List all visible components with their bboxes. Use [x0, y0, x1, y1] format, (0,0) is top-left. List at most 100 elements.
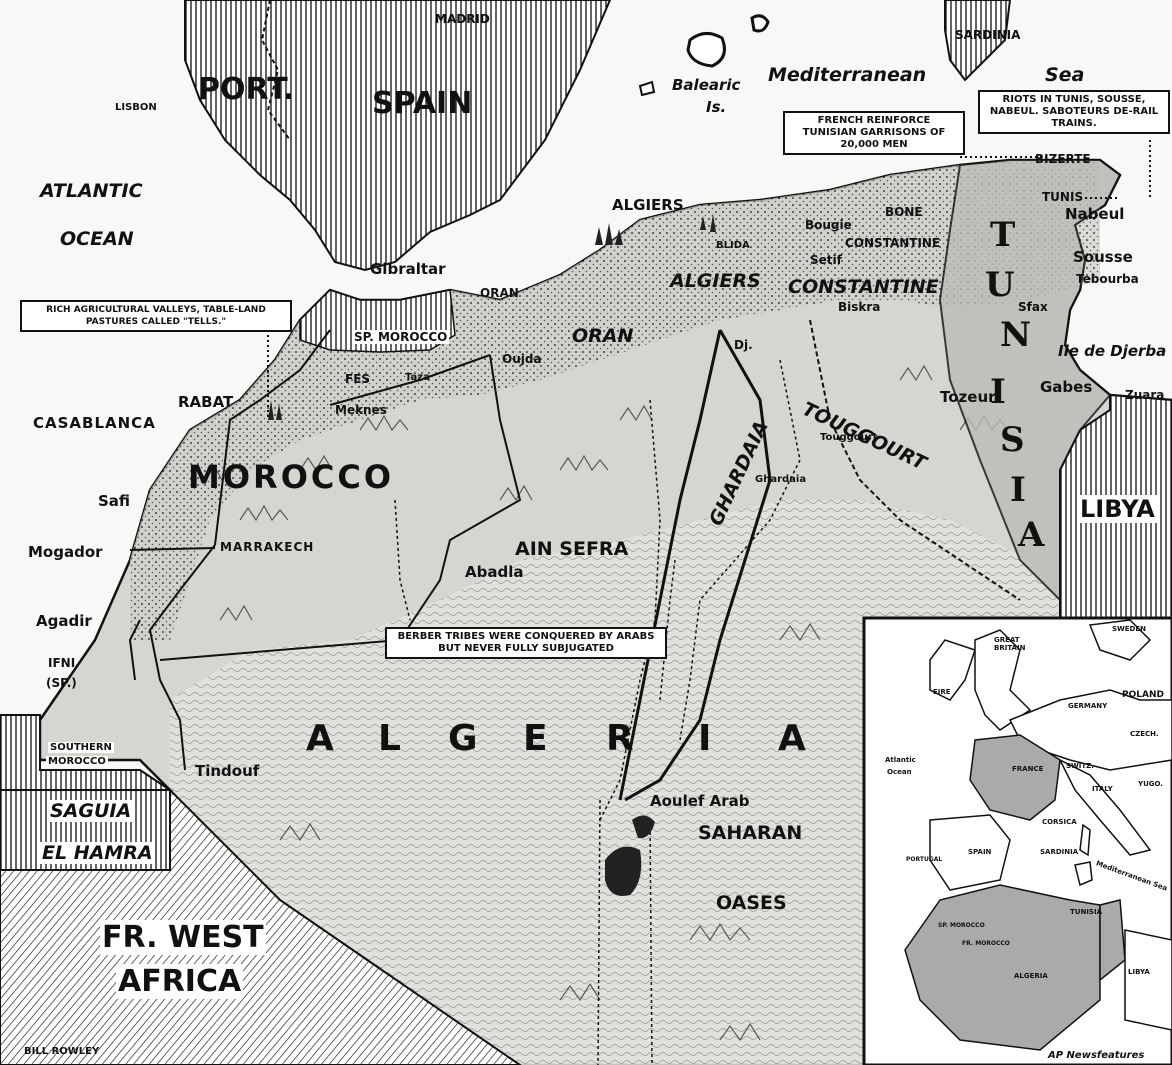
abadla-label: Abadla	[465, 563, 524, 581]
inset-atlantic-label: Atlantic	[885, 756, 916, 764]
sardinia-label: SARDINIA	[955, 28, 1021, 42]
saharan-label: SAHARAN	[698, 822, 803, 844]
libya-label: LIBYA	[1078, 495, 1157, 523]
oases-label: OASES	[716, 892, 787, 914]
gibraltar-label: Gibraltar	[370, 260, 446, 278]
tunisia-letter-3: N	[1000, 315, 1032, 355]
tozeur-label: Tozeur	[940, 388, 996, 406]
safi-label: Safi	[98, 492, 131, 510]
ap-credit-label: AP Newsfeatures	[1048, 1050, 1145, 1061]
ifni-label: IFNI	[48, 656, 76, 670]
ile-djerba-label: Ile de Djerba	[1058, 342, 1167, 360]
southern-morocco-label: SOUTHERN	[48, 742, 114, 753]
algiers-city-label: ALGIERS	[612, 196, 684, 214]
oujda-label: Oujda	[502, 352, 542, 366]
tebourba-label: Tebourba	[1076, 272, 1139, 286]
tunisia-letter-1: T	[990, 215, 1016, 255]
algeria-letter-5: R	[606, 718, 634, 759]
mediterranean-label: Mediterranean	[768, 64, 927, 86]
algeria-letter-6: I	[698, 718, 712, 759]
inset-sp-morocco-label: SP. MOROCCO	[938, 922, 985, 929]
aoulef-arab-label: Aoulef Arab	[650, 792, 750, 810]
biskra-label: Biskra	[838, 300, 881, 314]
constantine-city-label: CONSTANTINE	[845, 236, 941, 250]
rabat-label: RABAT	[178, 393, 234, 411]
note-french-reinforce: FRENCH REINFORCE TUNISIAN GARRISONS OF 2…	[783, 111, 965, 155]
inset-tunisia-label: TUNISIA	[1070, 908, 1102, 916]
inset-spain-label: SPAIN	[968, 848, 992, 856]
inset-sweden-label: SWEDEN	[1112, 625, 1146, 633]
atlantic-label: ATLANTIC	[40, 180, 143, 202]
djelfa-label: Dj.	[734, 338, 753, 352]
gabes-label: Gabes	[1040, 378, 1093, 396]
spain-label: SPAIN	[372, 86, 473, 121]
tunisia-letter-2: U	[985, 265, 1015, 305]
note-riots: RIOTS IN TUNIS, SOUSSE, NABEUL. SABOTEUR…	[978, 90, 1170, 134]
inset-eire-label: EIRE	[933, 688, 951, 696]
oran-city-label: ORAN	[480, 286, 519, 300]
lisbon-label: LISBON	[115, 102, 157, 113]
bougie-label: Bougie	[805, 218, 852, 232]
portugal-spain-border	[260, 0, 291, 141]
inset-poland-label: POLAND	[1122, 690, 1164, 700]
sousse-label: Sousse	[1073, 248, 1133, 266]
credit-label: BILL ROWLEY	[24, 1046, 100, 1057]
balearic-is-label: Is.	[706, 98, 727, 116]
algeria-letter-3: G	[448, 718, 478, 759]
sfax-label: Sfax	[1018, 300, 1048, 314]
inset-germany-label: GERMANY	[1068, 702, 1108, 710]
algeria-letter-2: L	[378, 718, 401, 759]
taza-label: Taza	[405, 372, 430, 383]
inset-italy-label: ITALY	[1092, 785, 1113, 793]
ghardaia-city-label: Ghardaia	[755, 474, 807, 485]
madrid-label: MADRID	[435, 12, 490, 26]
tunisia-region	[938, 159, 1122, 603]
tunisia-letter-7: A	[1018, 515, 1045, 555]
tunisia-letter-5: S	[1000, 420, 1025, 460]
meknes-label: Meknes	[335, 403, 387, 417]
inset-fr-morocco-label: FR. MOROCCO	[962, 940, 1010, 947]
algeria-letter-7: A	[778, 718, 806, 759]
inset-yugo-label: YUGO.	[1138, 780, 1163, 788]
ocean-label: OCEAN	[60, 228, 134, 250]
fes-label: FES	[345, 372, 371, 386]
balearic-label: Balearic	[672, 76, 741, 94]
algiers-region-label: ALGIERS	[670, 270, 761, 292]
zuara-label: Zuara	[1125, 388, 1165, 402]
tunisia-letter-6: I	[1010, 470, 1026, 510]
setif-label: Setif	[810, 253, 842, 267]
fr-west-label: FR. WEST	[100, 920, 266, 955]
inset-czech-label: CZECH.	[1130, 730, 1159, 738]
iberia-landmass	[184, 0, 612, 272]
tunisia-letter-4: I	[990, 372, 1006, 412]
inset-ocean-label: Ocean	[887, 768, 912, 776]
marrakech-label: MARRAKECH	[220, 540, 315, 554]
bizerte-label: BIZERTE	[1035, 152, 1091, 166]
casablanca-label: CASABLANCA	[33, 414, 156, 432]
inset-great-britain-label: GREAT BRITAIN	[994, 636, 1026, 652]
inset-france-label: FRANCE	[1012, 765, 1044, 773]
ifni-sp-label: (SP.)	[46, 676, 77, 690]
oran-region-label: ORAN	[572, 325, 634, 347]
inset-sardinia-label: SARDINIA	[1040, 848, 1079, 856]
inset-corsica-label: CORSICA	[1042, 818, 1077, 826]
morocco-label: MOROCCO	[188, 458, 395, 496]
agadir-label: Agadir	[36, 612, 92, 630]
inset-map	[904, 619, 1172, 1051]
inset-swiss-label: SWITZ.	[1066, 762, 1094, 770]
el-hamra-label: EL HAMRA	[40, 842, 155, 864]
southern-morocco-region	[0, 714, 174, 791]
africa-label: AFRICA	[116, 964, 244, 999]
tunis-label: TUNIS	[1042, 190, 1084, 204]
algeria-letter-1: A	[306, 718, 334, 759]
blida-label: BLIDA	[716, 240, 750, 251]
sardinia-island	[944, 0, 1012, 82]
inset-portugal-label: PORTUGAL	[906, 856, 943, 863]
sp-morocco-label: SP. MOROCCO	[352, 330, 450, 344]
inset-algeria-label: ALGERIA	[1014, 972, 1048, 980]
constantine-region-label: CONSTANTINE	[788, 276, 939, 298]
mogador-label: Mogador	[28, 543, 103, 561]
bone-label: BONE	[885, 205, 923, 219]
touggourt-city-label: Touggourt	[820, 432, 878, 443]
algeria-letter-4: E	[523, 718, 548, 759]
